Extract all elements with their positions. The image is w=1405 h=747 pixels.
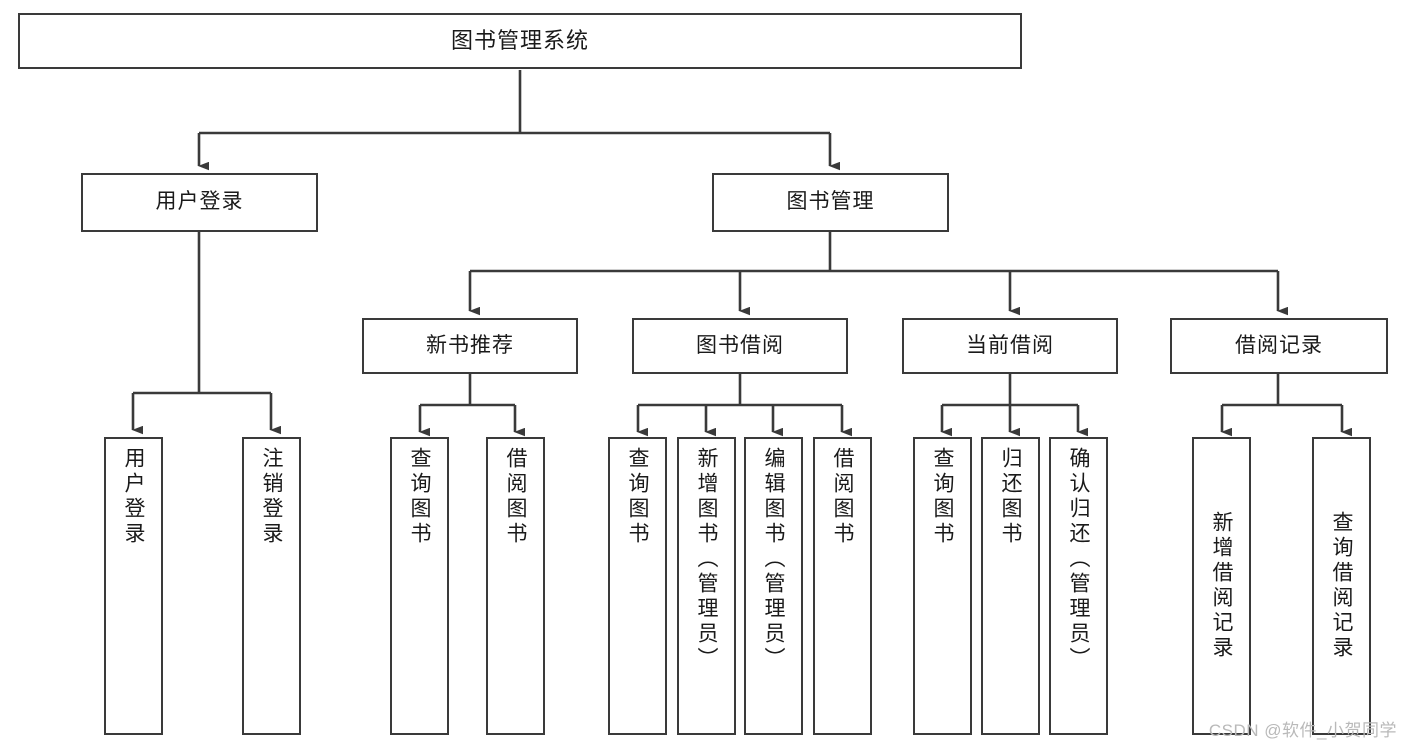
leaf-current-borrow-confirm[interactable]: 确认归还（管理员）: [1049, 437, 1108, 735]
leaf-new-book-query[interactable]: 查询图书: [390, 437, 449, 735]
node-borrow-record[interactable]: 借阅记录: [1170, 318, 1388, 374]
leaf-book-borrow-edit[interactable]: 编辑图书（管理员）: [744, 437, 803, 735]
node-root-system-label: 图书管理系统: [450, 28, 589, 54]
leaf-book-borrow-add-label: 新增图书（管理员）: [695, 447, 718, 672]
node-book-borrow-label: 图书借阅: [696, 333, 784, 357]
leaf-borrow-record-query-label: 查询借阅记录: [1330, 511, 1353, 661]
node-user-login[interactable]: 用户登录: [81, 173, 318, 232]
leaf-current-borrow-query-label: 查询图书: [931, 447, 954, 547]
leaf-current-borrow-query[interactable]: 查询图书: [913, 437, 972, 735]
leaf-borrow-record-add-label: 新增借阅记录: [1210, 511, 1233, 661]
node-new-book-recommend-label: 新书推荐: [426, 333, 514, 357]
csdn-watermark: CSDN @软件_小贺同学: [1208, 721, 1397, 740]
node-borrow-record-label: 借阅记录: [1235, 333, 1323, 357]
leaf-new-book-borrow[interactable]: 借阅图书: [486, 437, 545, 735]
leaf-book-borrow-query-label: 查询图书: [626, 447, 649, 547]
leaf-current-borrow-return-label: 归还图书: [999, 447, 1022, 547]
leaf-current-borrow-return[interactable]: 归还图书: [981, 437, 1040, 735]
leaf-book-borrow-query[interactable]: 查询图书: [608, 437, 667, 735]
leaf-new-book-query-label: 查询图书: [408, 447, 431, 547]
node-current-borrow-label: 当前借阅: [966, 333, 1054, 357]
leaf-user-login-logout-label: 注销登录: [260, 447, 283, 547]
leaf-book-borrow-borrow-label: 借阅图书: [831, 447, 854, 547]
leaf-user-login-logout[interactable]: 注销登录: [242, 437, 301, 735]
node-current-borrow[interactable]: 当前借阅: [902, 318, 1118, 374]
leaf-user-login-login[interactable]: 用户登录: [104, 437, 163, 735]
leaf-new-book-borrow-label: 借阅图书: [504, 447, 527, 547]
node-book-borrow[interactable]: 图书借阅: [632, 318, 848, 374]
leaf-user-login-login-label: 用户登录: [122, 447, 145, 547]
node-root-system[interactable]: 图书管理系统: [18, 13, 1022, 69]
node-book-management-label: 图书管理: [786, 190, 875, 214]
leaf-borrow-record-query[interactable]: 查询借阅记录: [1312, 437, 1371, 735]
leaf-current-borrow-confirm-label: 确认归还（管理员）: [1067, 447, 1090, 672]
leaf-book-borrow-edit-label: 编辑图书（管理员）: [762, 447, 785, 672]
leaf-book-borrow-add[interactable]: 新增图书（管理员）: [677, 437, 736, 735]
node-book-management[interactable]: 图书管理: [712, 173, 949, 232]
leaf-borrow-record-add[interactable]: 新增借阅记录: [1192, 437, 1251, 735]
node-user-login-label: 用户登录: [155, 190, 244, 214]
node-new-book-recommend[interactable]: 新书推荐: [362, 318, 578, 374]
leaf-book-borrow-borrow[interactable]: 借阅图书: [813, 437, 872, 735]
